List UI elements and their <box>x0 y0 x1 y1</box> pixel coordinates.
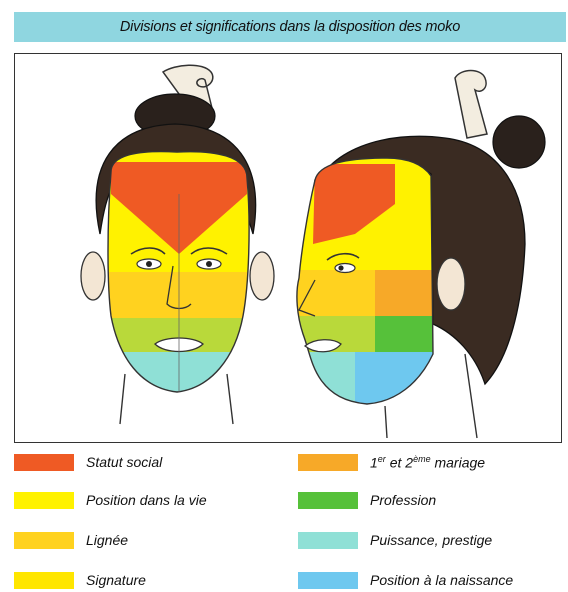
legend-item-statut-social: Statut social <box>14 450 162 474</box>
faces-illustration <box>14 53 562 443</box>
front-ear-right <box>249 251 275 301</box>
legend-label: Signature <box>86 572 146 588</box>
legend-swatch <box>298 531 358 549</box>
legend-label: 1er et 2ème mariage <box>370 453 486 471</box>
legend-label: Profession <box>370 492 437 508</box>
front-face <box>80 64 275 425</box>
legend-swatch <box>14 571 74 589</box>
legend-item-naissance: Position à la naissance <box>298 568 513 592</box>
side-neck <box>384 353 478 439</box>
moko-faces-drawing <box>80 64 546 439</box>
legend-label: Position dans la vie <box>86 492 207 508</box>
legend-item-profession: Profession <box>298 488 436 512</box>
diagram-title: Divisions et significations dans la disp… <box>119 19 461 35</box>
title-banner: Divisions et significations dans la disp… <box>14 12 566 42</box>
legend-swatch <box>298 571 358 589</box>
legend-item-puissance: Puissance, prestige <box>298 528 492 552</box>
legend-label: Position à la naissance <box>370 572 514 588</box>
front-neck <box>119 373 234 425</box>
side-face <box>296 69 546 439</box>
legend-swatch <box>14 531 74 549</box>
legend-item-mariage: 1er et 2ème mariage <box>298 450 485 474</box>
legend: Statut social Position dans la vie Ligné… <box>0 446 568 591</box>
legend-swatch <box>298 453 358 471</box>
legend-label: Puissance, prestige <box>370 532 493 548</box>
legend-item-signature: Signature <box>14 568 146 592</box>
side-comb <box>454 69 488 139</box>
front-ear-left <box>80 251 106 301</box>
side-ear <box>436 257 466 311</box>
legend-label: Lignée <box>86 532 129 548</box>
legend-swatch <box>14 453 74 471</box>
side-hair-bun <box>492 115 546 169</box>
legend-swatch <box>14 491 74 509</box>
legend-item-position-vie: Position dans la vie <box>14 488 207 512</box>
legend-item-lignee: Lignée <box>14 528 128 552</box>
legend-swatch <box>298 491 358 509</box>
legend-label: Statut social <box>86 454 163 470</box>
